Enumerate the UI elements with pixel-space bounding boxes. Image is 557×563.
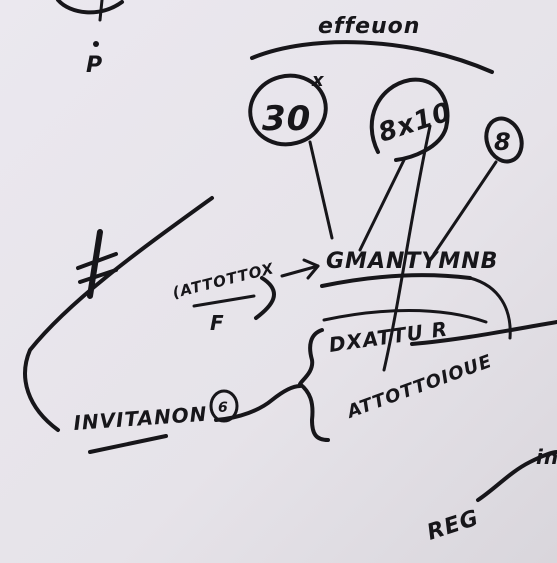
corner-wave: [476, 450, 557, 502]
top-left-curve: [56, 0, 124, 15]
bubble-8-outline: [484, 116, 524, 164]
bubble-8x10-outline: [369, 77, 450, 162]
middle-word: GMANTYMNB: [326, 249, 498, 274]
edge-word: in: [536, 445, 557, 469]
top-left-dot: [93, 41, 99, 47]
left-long-curve: [23, 196, 214, 432]
bubble-30-outline: [248, 73, 328, 147]
heading-arc: [250, 40, 494, 74]
wave-to-box: [214, 384, 302, 422]
left-bottom-underline: [88, 434, 168, 454]
left-note-bottom: F: [210, 311, 225, 335]
left-note-bracket: [254, 276, 276, 320]
box-top-line: [322, 309, 488, 324]
top-left-mark: P: [86, 53, 103, 78]
small-circle-mark: 6: [218, 400, 229, 416]
slash-mark-1: [87, 229, 103, 299]
bubble-30-label: 30: [262, 99, 311, 139]
arrow-head: [302, 258, 320, 280]
top-left-stroke: [98, 0, 104, 22]
left-note-divider: [192, 294, 256, 308]
slash-mark-2: [76, 252, 118, 270]
arrow-shaft: [280, 264, 320, 278]
bubble-8x10-connector: [358, 158, 406, 252]
bubble-30-connector: [308, 140, 334, 240]
bubble-8x10-connector-2: [382, 124, 432, 372]
middle-underline: [320, 273, 472, 288]
top-heading: effeuon: [318, 14, 420, 39]
bubble-8-connector: [432, 160, 498, 256]
bubble-30-superscript: x: [311, 70, 325, 91]
right-long-curve: [410, 320, 557, 346]
bubble-8-label: 8: [494, 128, 512, 156]
slash-mark-3: [78, 268, 118, 284]
